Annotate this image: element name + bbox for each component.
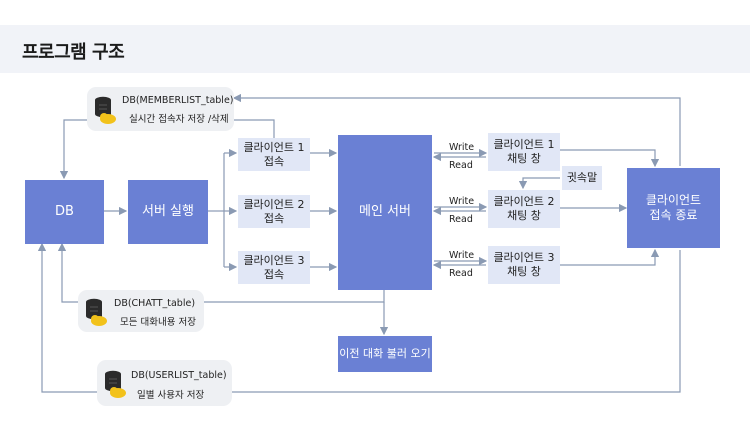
db-node-label: DB [55, 203, 74, 219]
client3-chat-name: 클라이언트 3 [493, 251, 555, 265]
whisper-label: 귓속말 [566, 171, 598, 185]
chatt-table-name: DB(CHATT_table) [114, 298, 196, 309]
write-label-1: Write [449, 142, 475, 153]
database-icon [86, 298, 107, 326]
read-label-2: Read [449, 214, 473, 225]
db-node: DB [25, 180, 104, 244]
client3-connect-node: 클라이언트 3 접속 [238, 251, 310, 284]
write-label-3: Write [449, 250, 475, 261]
edge-exit-userlist [37, 242, 681, 393]
client2-connect-name: 클라이언트 2 [243, 197, 305, 211]
client1-chat-node: 클라이언트 1 채팅 창 [488, 133, 560, 171]
client1-chat-name: 클라이언트 1 [493, 138, 555, 152]
memberlist-description: 실시간 접속자 저장 /삭제 [129, 114, 229, 125]
client3-chat-window: 채팅 창 [507, 265, 541, 278]
server-run-node: 서버 실행 [128, 180, 208, 244]
chatt-callout: DB(CHATT_table) 모든 대화내용 저장 [78, 290, 204, 332]
client2-connect-action: 접속 [263, 211, 285, 225]
userlist-callout: DB(USERLIST_table) 일별 사용자 저장 [97, 360, 232, 406]
edge-chat1-exit [560, 149, 660, 168]
client3-chat-node: 클라이언트 3 채팅 창 [488, 246, 560, 284]
userlist-table-name: DB(USERLIST_table) [131, 370, 227, 381]
read-label-1: Read [449, 160, 473, 171]
userlist-description: 일별 사용자 저장 [137, 390, 205, 401]
memberlist-table-name: DB(MEMBERLIST_table) [122, 95, 234, 106]
whisper-node: 귓속말 [562, 166, 602, 190]
client-exit-node: 클라이언트 접속 종료 [627, 168, 720, 248]
client2-chat-node: 클라이언트 2 채팅 창 [488, 190, 560, 228]
client1-connect-name: 클라이언트 1 [243, 140, 305, 154]
load-history-node: 이전 대화 불러 오기 [338, 336, 432, 372]
main-server-node: 메인 서버 [338, 135, 432, 290]
title-bar [0, 25, 750, 73]
edge-whisper [518, 177, 560, 190]
edge-chat3-exit [560, 248, 660, 266]
database-icon [95, 96, 116, 124]
client1-connect-node: 클라이언트 1 접속 [238, 138, 310, 171]
edge-main-chatt [57, 242, 385, 303]
client2-chat-name: 클라이언트 2 [493, 195, 555, 209]
client3-connect-action: 접속 [263, 267, 285, 281]
memberlist-callout: DB(MEMBERLIST_table) 실시간 접속자 저장 /삭제 [87, 87, 234, 131]
server-run-label: 서버 실행 [142, 203, 194, 219]
read-label-3: Read [449, 268, 473, 279]
client-exit-label-2: 접속 종료 [649, 208, 698, 222]
database-icon [105, 370, 126, 398]
client2-chat-window: 채팅 창 [507, 209, 541, 222]
client3-connect-name: 클라이언트 3 [243, 253, 305, 267]
client2-connect-node: 클라이언트 2 접속 [238, 195, 310, 228]
chatt-description: 모든 대화내용 저장 [120, 317, 196, 328]
write-label-2: Write [449, 196, 475, 207]
load-history-label: 이전 대화 불러 오기 [339, 347, 431, 361]
main-server-label: 메인 서버 [359, 204, 411, 220]
client-exit-label-1: 클라이언트 [645, 193, 702, 207]
client1-connect-action: 접속 [263, 154, 285, 168]
page-title: 프로그램 구조 [22, 42, 125, 63]
client1-chat-window: 채팅 창 [507, 152, 541, 165]
edge-exit-memberlist [232, 93, 681, 166]
